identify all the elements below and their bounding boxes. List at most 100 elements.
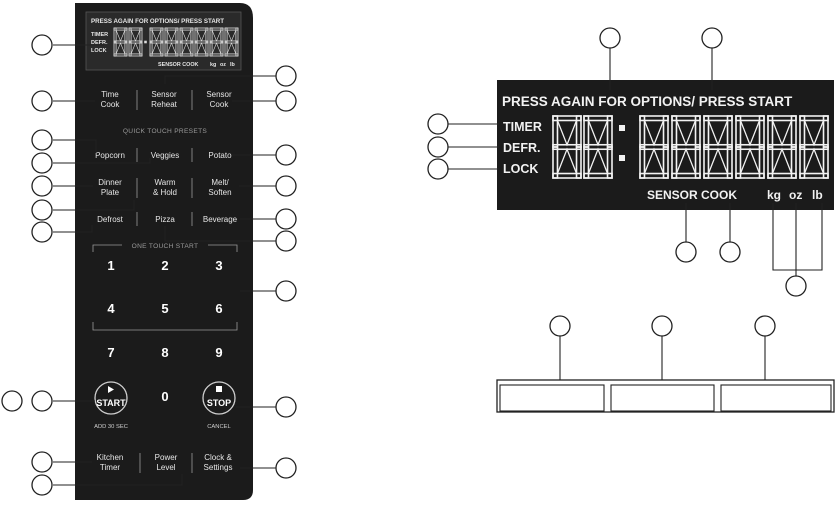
key-6[interactable]: 6 [215, 301, 222, 316]
lcd-segment [803, 120, 825, 174]
key-7[interactable]: 7 [107, 345, 114, 360]
callout-marker [275, 396, 297, 418]
one-touch-bracket [92, 244, 238, 331]
callout-marker [31, 199, 53, 221]
panel-display-line1: PRESS AGAIN FOR OPTIONS/ PRESS START [91, 18, 224, 25]
sensor-reheat-button[interactable]: Sensor Reheat [151, 90, 178, 109]
kitchen-timer-button[interactable]: Kitchen Timer [97, 453, 124, 472]
lcd-segment [606, 146, 613, 179]
callout-marker [31, 90, 53, 112]
lcd-segment [164, 41, 168, 57]
strip-key-right[interactable] [720, 384, 832, 412]
veggies-button[interactable]: Veggies [151, 151, 179, 160]
stop-sub-label: CANCEL [207, 424, 231, 430]
svg-text:START: START [96, 398, 126, 408]
popcorn-button[interactable]: Popcorn [95, 151, 125, 160]
lcd-segment [739, 120, 761, 174]
svg-text:Timer: Timer [100, 463, 120, 472]
callout-markers [1, 27, 807, 496]
callout-marker [31, 390, 53, 412]
key-4[interactable]: 4 [107, 301, 115, 316]
svg-text:STOP: STOP [207, 398, 231, 408]
stop-square-icon [216, 386, 222, 392]
lcd-segment [675, 120, 697, 174]
key-1[interactable]: 1 [107, 258, 114, 273]
key-9[interactable]: 9 [215, 345, 222, 360]
callout-marker [275, 457, 297, 479]
panel-display-digits [113, 27, 239, 57]
key-2[interactable]: 2 [161, 258, 168, 273]
lcd-segment [149, 41, 153, 57]
melt-soften-button[interactable]: Melt/ Soften [208, 178, 231, 197]
lcd-segment [671, 146, 678, 179]
start-button[interactable]: START [94, 381, 128, 415]
lcd-segment [758, 146, 765, 179]
callout-marker [31, 474, 53, 496]
warm-hold-button[interactable]: Warm & Hold [153, 178, 177, 197]
lcd-separator [144, 40, 147, 44]
callout-marker [275, 144, 297, 166]
panel-display-unit-lb: lb [230, 62, 235, 68]
lcd-segment [209, 41, 213, 57]
stop-button[interactable]: STOP [202, 381, 236, 415]
callout-marker [754, 315, 776, 337]
potato-button[interactable]: Potato [208, 151, 232, 160]
time-cook-button[interactable]: Time Cook [101, 90, 121, 109]
key-8[interactable]: 8 [161, 345, 168, 360]
detail-label-lock: LOCK [503, 162, 538, 176]
callout-marker [651, 315, 673, 337]
lcd-segment [179, 41, 183, 57]
defrost-button[interactable]: Defrost [97, 215, 124, 224]
detail-display-line1: PRESS AGAIN FOR OPTIONS/ PRESS START [502, 94, 793, 109]
pizza-button[interactable]: Pizza [155, 215, 175, 224]
callout-marker [275, 90, 297, 112]
svg-text:Time: Time [101, 90, 119, 99]
key-0[interactable]: 0 [161, 389, 168, 404]
detail-unit-lb: lb [812, 188, 823, 202]
lcd-segment [552, 146, 559, 179]
keypad: 1 2 3 4 5 6 7 8 9 0 [107, 258, 222, 404]
panel-display-unit-kg: kg [210, 62, 216, 68]
strip-key-center[interactable] [610, 384, 715, 412]
svg-text:Warm: Warm [154, 178, 175, 187]
lcd-segment [226, 29, 237, 55]
lcd-segment [220, 41, 224, 57]
callout-marker [275, 208, 297, 230]
lcd-segment [128, 41, 132, 57]
one-touch-header: ONE TOUCH START [132, 243, 199, 250]
detail-display-digits [552, 115, 829, 179]
play-icon [108, 386, 114, 393]
callout-marker [599, 27, 621, 49]
lcd-segment [224, 41, 228, 57]
svg-text:Popcorn: Popcorn [95, 151, 125, 160]
svg-text:Potato: Potato [208, 151, 232, 160]
key-3[interactable]: 3 [215, 258, 222, 273]
strip-key-left[interactable] [499, 384, 605, 412]
beverage-button[interactable]: Beverage [203, 215, 238, 224]
svg-text:& Hold: & Hold [153, 188, 177, 197]
callout-marker [31, 152, 53, 174]
dinner-plate-button[interactable]: Dinner Plate [98, 178, 122, 197]
clock-settings-button[interactable]: Clock & Settings [204, 453, 233, 472]
callout-marker [275, 280, 297, 302]
key-5[interactable]: 5 [161, 301, 168, 316]
lcd-segment [694, 146, 701, 179]
lcd-segment [767, 146, 774, 179]
detail-unit-oz: oz [789, 188, 802, 202]
lcd-segment [115, 29, 126, 55]
lcd-segment [583, 146, 590, 179]
callout-marker [275, 230, 297, 252]
lcd-segment [160, 41, 164, 57]
callout-marker [31, 175, 53, 197]
power-level-button[interactable]: Power Level [155, 453, 178, 472]
detail-unit-kg: kg [767, 188, 781, 202]
svg-text:Veggies: Veggies [151, 151, 179, 160]
callout-marker [275, 65, 297, 87]
svg-text:Kitchen: Kitchen [97, 453, 124, 462]
lcd-segment [639, 146, 646, 179]
lcd-segment [771, 120, 793, 174]
detail-sensor-cook: SENSOR COOK [647, 188, 737, 202]
sensor-cook-button[interactable]: Sensor Cook [206, 90, 232, 109]
lcd-segment [194, 41, 198, 57]
